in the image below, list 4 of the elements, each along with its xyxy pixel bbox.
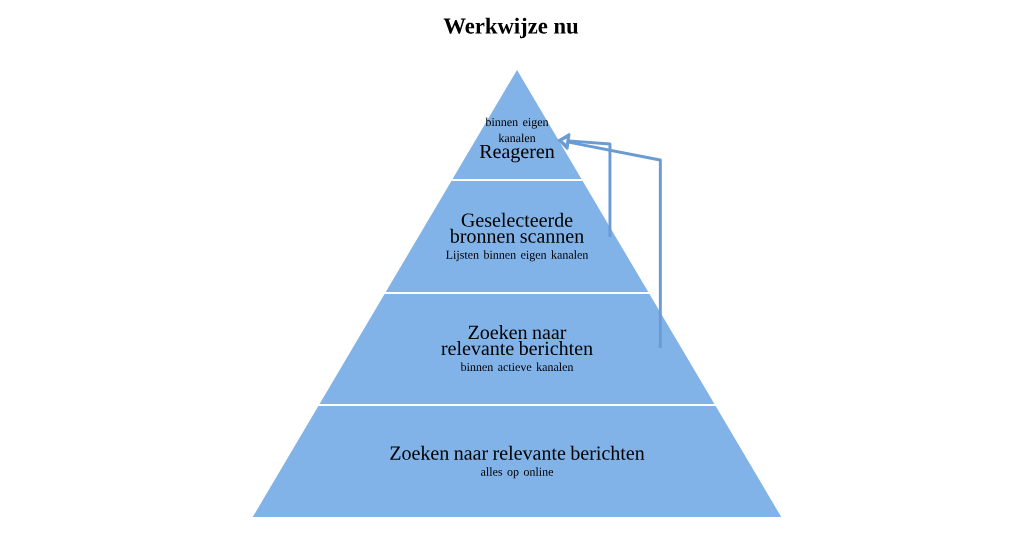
pyramid-tier: Zoeken naar relevante berichten binnen actieve kanalen	[316, 292, 718, 406]
title: Werkwijze nu	[443, 17, 579, 39]
node-label: alles op online	[480, 467, 554, 479]
node-label: Zoeken naar relevante berichten	[390, 445, 645, 460]
